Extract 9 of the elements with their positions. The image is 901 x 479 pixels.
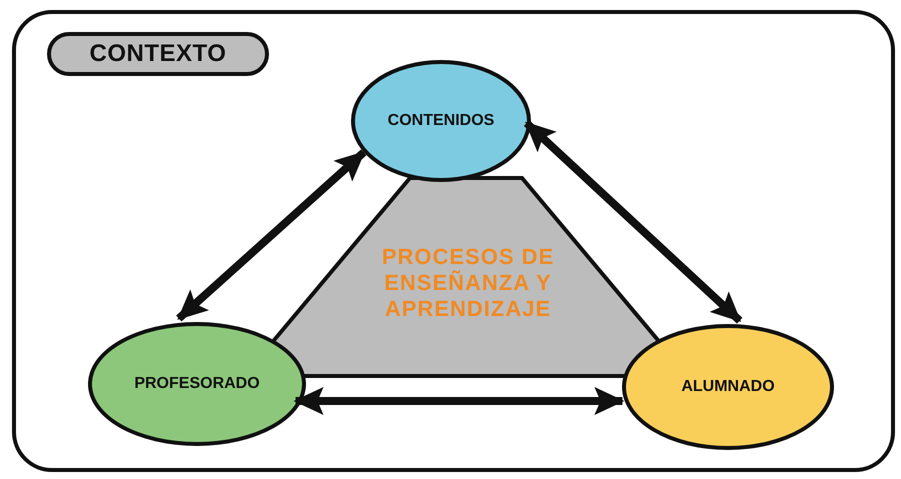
double-arrow bbox=[176, 149, 366, 322]
topic-circle: ALUMNADO bbox=[622, 324, 834, 450]
context-label: CONTEXTO bbox=[47, 32, 269, 76]
context-frame bbox=[12, 10, 895, 472]
double-arrow bbox=[294, 387, 624, 415]
double-arrow bbox=[524, 120, 742, 324]
process-text: PROCESOS DE ENSEÑANZA Y APRENDIZAJE bbox=[380, 244, 556, 322]
topic-circle: PROFESORADO bbox=[88, 322, 306, 446]
topic-circle: CONTENIDOS bbox=[351, 60, 531, 182]
